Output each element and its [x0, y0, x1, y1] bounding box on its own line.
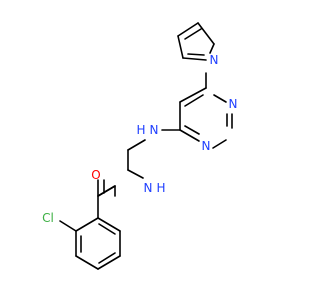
- amide-nitrogen-label: N: [144, 181, 153, 195]
- amide-hydrogen-label: H: [156, 181, 165, 195]
- bond-nh-ch2: [127, 139, 146, 151]
- bond-c-cl: [59, 220, 77, 232]
- pyrrole-ring: [177, 22, 215, 61]
- amine-nitrogen-label: N: [150, 123, 159, 137]
- chlorine-label: Cl: [42, 211, 54, 225]
- amine-hydrogen-label: H: [136, 123, 145, 137]
- molecule-canvas: N N N N H N H O Cl: [42, 22, 238, 270]
- bond-pyrrole-n: [209, 43, 215, 54]
- pyrrole-nitrogen-label: N: [210, 53, 219, 67]
- benzene-ring: [75, 195, 121, 270]
- molecule-structure: N N N N H N H O Cl: [42, 22, 238, 270]
- carbonyl-oxygen-label: O: [91, 168, 100, 182]
- bond-ch2-nh: [127, 169, 144, 179]
- pyrimidine-n3-label: N: [202, 139, 211, 153]
- bond-carbonyl: [97, 185, 116, 197]
- pyrimidine-ring: [179, 87, 233, 149]
- pyrimidine-n1-label: N: [229, 97, 238, 111]
